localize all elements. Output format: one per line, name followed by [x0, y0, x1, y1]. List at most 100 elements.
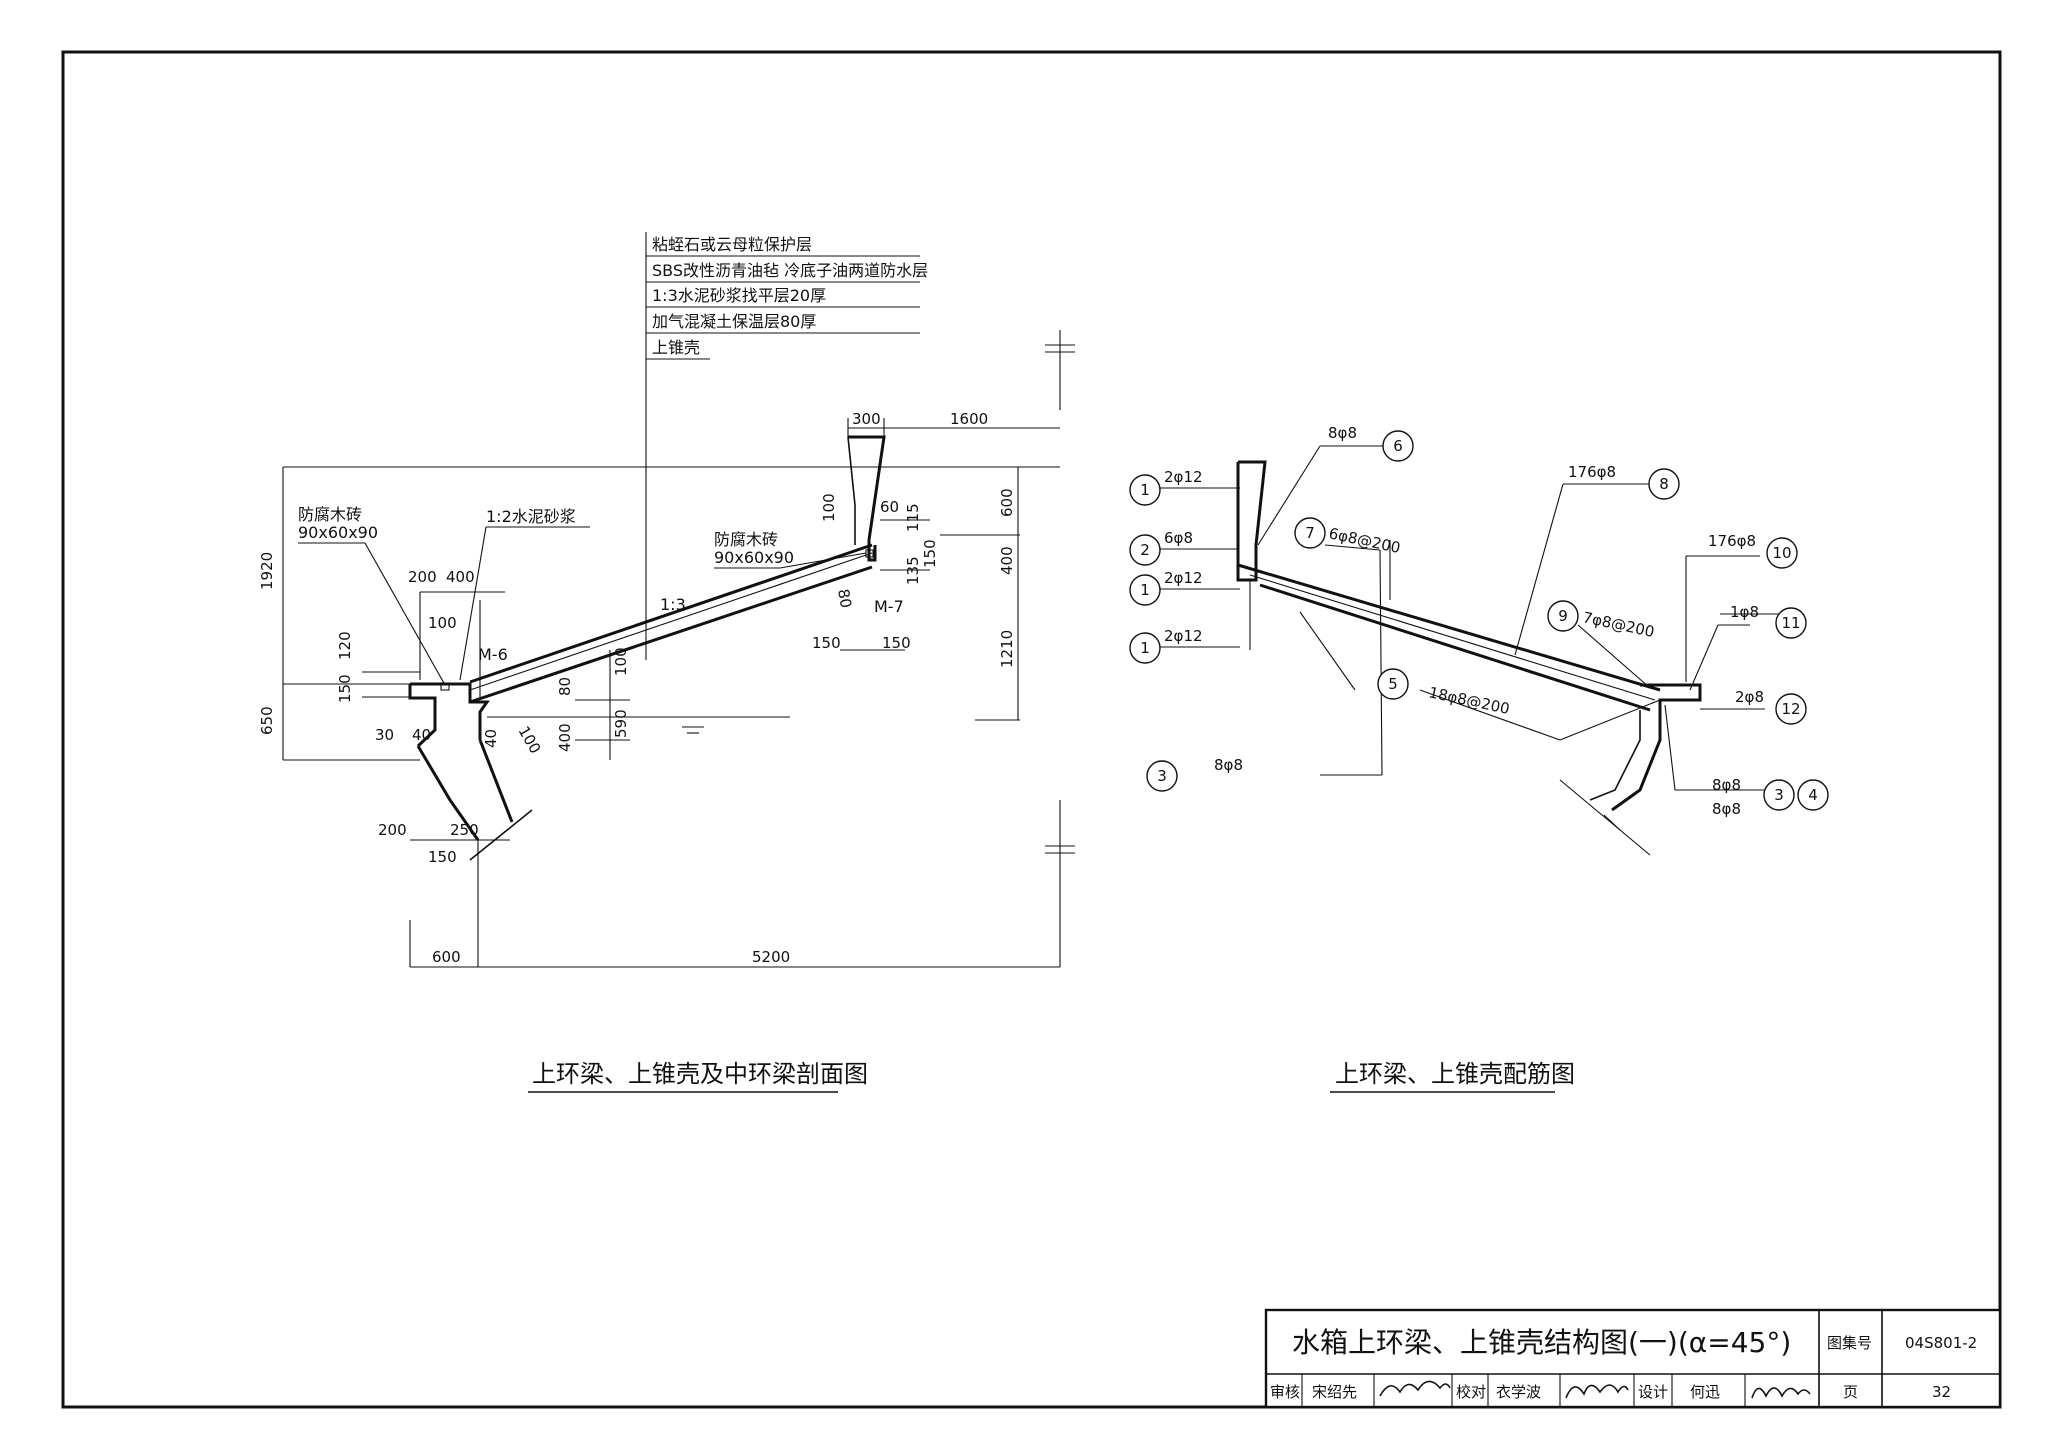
rebar-caption: 上环梁、上锥壳配筋图 [1335, 1060, 1575, 1088]
dim-115: 115 [904, 503, 922, 532]
title-block: 水箱上环梁、上锥壳结构图(一)(α=45°) 图集号 04S801-2 审核 宋… [1264, 1308, 2002, 1409]
bubble-no: 5 [1388, 675, 1398, 693]
rebar-view: 1 2 1 1 3 5 6 7 8 9 10 11 12 3 4 2φ12 6φ… [1129, 424, 1829, 1093]
dim-40a: 40 [412, 726, 431, 744]
dim-40b: 40 [482, 729, 500, 748]
dim-100b: 100 [515, 723, 545, 757]
section-labels: 防腐木砖 90x60x90 1:2水泥砂浆 防腐木砖 90x60x90 1:3 … [298, 505, 904, 686]
bubble-no: 7 [1305, 524, 1315, 542]
layer-note-4: 加气混凝土保温层80厚 [652, 312, 816, 331]
dim-600a: 600 [998, 488, 1016, 517]
dim-600b: 600 [432, 948, 461, 966]
rebar-spec: 8φ8 [1712, 776, 1741, 794]
dim-200b: 200 [378, 821, 407, 839]
dim-120: 120 [336, 631, 354, 660]
rebar-spec: 176φ8 [1708, 532, 1756, 550]
designer-signature [1751, 1387, 1811, 1399]
dim-5200: 5200 [752, 948, 790, 966]
rebar-spec: 8φ8 [1712, 800, 1741, 818]
dim-100c: 100 [612, 647, 630, 676]
dim-1600: 1600 [950, 410, 988, 428]
rebar-bubbles: 1 2 1 1 3 5 6 7 8 9 10 11 12 3 4 [1129, 430, 1829, 811]
rebar-spec: 8φ8 [1328, 424, 1357, 442]
checker-signature [1565, 1384, 1629, 1399]
bubble-no: 6 [1393, 437, 1403, 455]
bubble-no: 1 [1140, 581, 1150, 599]
bubble-no: 4 [1808, 786, 1818, 804]
section-caption: 上环梁、上锥壳及中环梁剖面图 [532, 1060, 868, 1088]
dim-80b: 80 [834, 588, 855, 610]
layer-note-1: 粘蛭石或云母粒保护层 [652, 235, 812, 254]
bubble-no: 8 [1659, 475, 1669, 493]
reviewer-signature [1379, 1380, 1451, 1397]
dim-650: 650 [258, 706, 276, 735]
wood-brick-left-label: 防腐木砖 [298, 505, 362, 524]
check-label: 校对 [1456, 1383, 1486, 1401]
wood-brick-left-size: 90x60x90 [298, 523, 378, 542]
wood-brick-right-size: 90x60x90 [714, 548, 794, 567]
dim-250: 250 [450, 821, 479, 839]
rebar-spec: 1φ8 [1730, 603, 1759, 621]
page-number: 32 [1932, 1383, 1951, 1401]
atlas-number: 04S801-2 [1905, 1334, 1977, 1352]
dim-590: 590 [612, 709, 630, 738]
m6-label: M-6 [478, 645, 508, 664]
wood-brick-right-label: 防腐木砖 [714, 530, 778, 549]
bubble-no: 10 [1772, 544, 1791, 562]
page-label: 页 [1843, 1383, 1858, 1401]
rebar-spec: 2φ12 [1164, 468, 1203, 486]
dim-1210: 1210 [998, 630, 1016, 668]
design-label: 设计 [1638, 1383, 1668, 1401]
layer-notes: 粘蛭石或云母粒保护层 SBS改性沥青油毡 冷底子油两道防水层 1:3水泥砂浆找平… [645, 232, 928, 660]
bubble-no: 9 [1558, 607, 1568, 625]
layer-note-2: SBS改性沥青油毡 冷底子油两道防水层 [652, 261, 928, 280]
dim-60: 60 [880, 498, 899, 516]
dim-100a: 100 [428, 614, 457, 632]
bubble-no: 2 [1140, 541, 1150, 559]
bubble-no: 1 [1140, 639, 1150, 657]
rebar-spec: 2φ12 [1164, 627, 1203, 645]
dim-1920: 1920 [258, 552, 276, 590]
dim-400a: 400 [446, 568, 475, 586]
drawing-title: 水箱上环梁、上锥壳结构图(一)(α=45°) [1292, 1326, 1791, 1359]
dim-150d: 150 [882, 634, 911, 652]
rebar-spec: 6φ8 [1164, 529, 1193, 547]
bubble-no: 12 [1781, 700, 1800, 718]
dim-30: 30 [375, 726, 394, 744]
bubble-no: 11 [1781, 614, 1800, 632]
rebar-spec: 18φ8@200 [1427, 683, 1511, 718]
designer-name: 何迅 [1690, 1383, 1720, 1401]
rebar-spec: 2φ12 [1164, 569, 1203, 587]
dim-150a: 150 [336, 674, 354, 703]
bubble-no: 3 [1774, 786, 1784, 804]
rebar-spec: 7φ8@200 [1581, 608, 1656, 641]
atlas-label: 图集号 [1827, 1334, 1872, 1352]
dim-100d: 100 [820, 493, 838, 522]
m7-label: M-7 [874, 597, 904, 616]
dim-400b: 400 [556, 723, 574, 752]
slope-label: 1:3 [660, 595, 686, 614]
dim-80a: 80 [556, 677, 574, 696]
sheet-frame [61, 50, 2002, 1409]
rebar-spec: 6φ8@200 [1327, 524, 1402, 557]
dimension-numbers: 300 1600 1920 650 200 400 100 120 150 30… [258, 410, 1016, 966]
layer-note-3: 1:3水泥砂浆找平层20厚 [652, 286, 826, 305]
rebar-leaders [1158, 445, 1800, 791]
reviewer-name: 宋绍先 [1312, 1383, 1357, 1401]
shell-geometry [408, 330, 1075, 870]
dim-135: 135 [904, 556, 922, 585]
rebar-spec: 2φ8 [1735, 688, 1764, 706]
bubble-no: 1 [1140, 481, 1150, 499]
checker-name: 衣学波 [1496, 1383, 1541, 1401]
layer-note-5: 上锥壳 [652, 338, 700, 357]
dim-300: 300 [852, 410, 881, 428]
rebar-spec: 176φ8 [1568, 463, 1616, 481]
rebar-spec: 8φ8 [1214, 756, 1243, 774]
dim-150c: 150 [812, 634, 841, 652]
dimension-lines [282, 418, 1061, 968]
mortar-label: 1:2水泥砂浆 [486, 507, 576, 526]
bubble-no: 3 [1157, 767, 1167, 785]
section-view: 粘蛭石或云母粒保护层 SBS改性沥青油毡 冷底子油两道防水层 1:3水泥砂浆找平… [258, 232, 1075, 1093]
dim-150e: 150 [428, 848, 457, 866]
